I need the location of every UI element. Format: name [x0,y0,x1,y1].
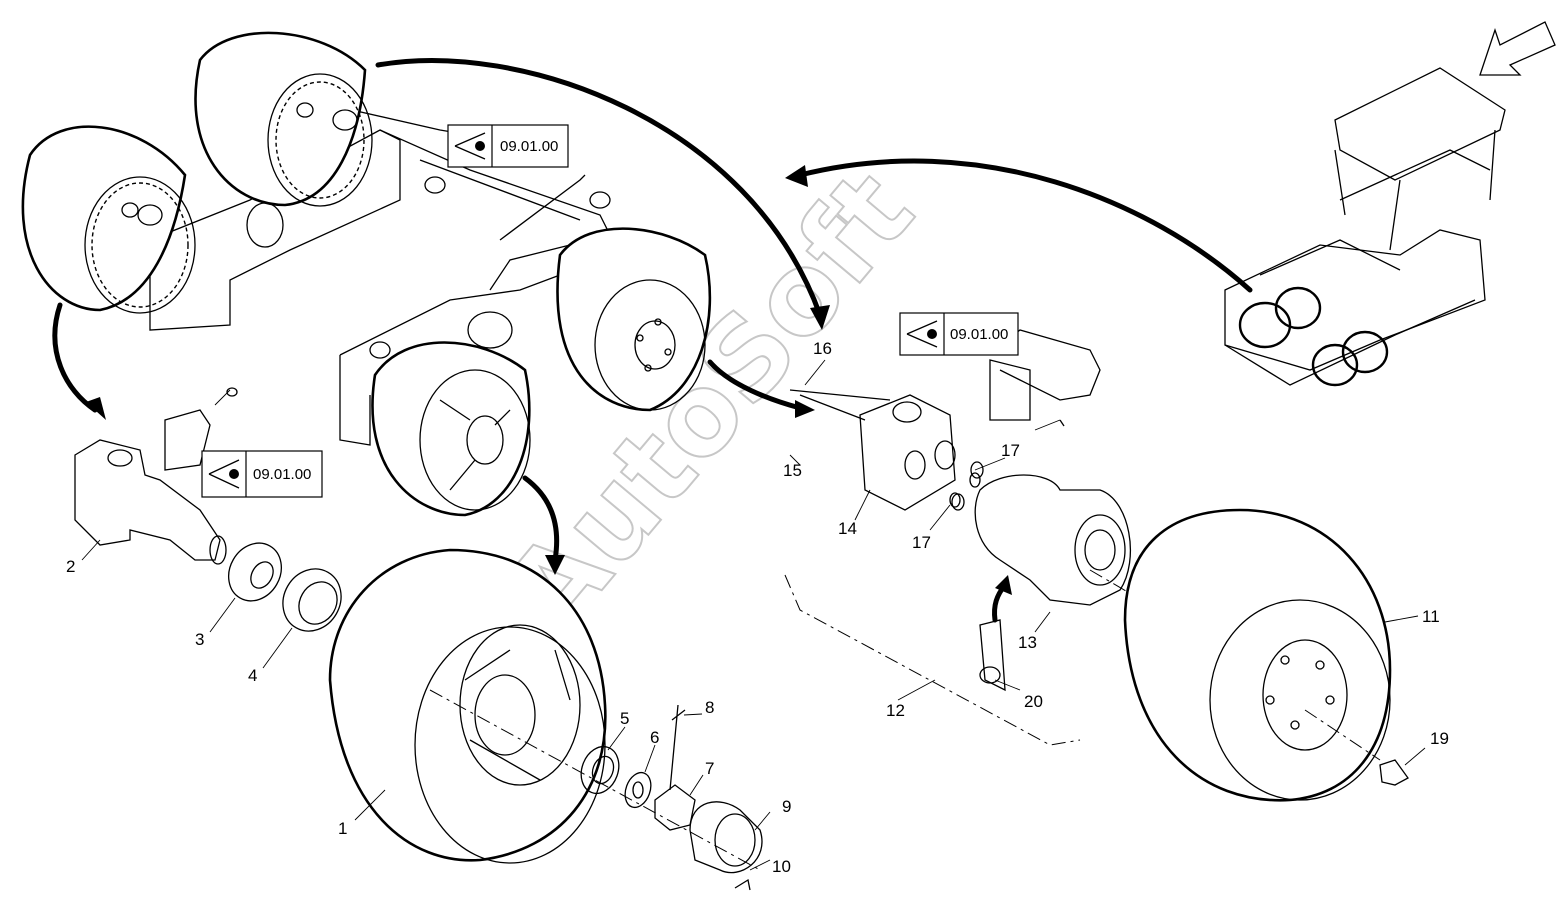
part-label-13: 13 [1018,633,1037,652]
part-label-7: 7 [705,759,714,778]
reference-box-middle: 09.01.00 [899,312,1019,356]
rear-wheel [1123,508,1409,802]
part-label-4: 4 [248,666,257,685]
part-label-19: 19 [1430,729,1449,748]
center-axle-parts [784,324,1101,746]
leader-lines [81,359,1426,871]
reference-box-left: 09.01.00 [201,450,323,498]
watermark: AutoSoft [481,147,938,657]
part-number-labels: 1 2 3 4 5 6 7 8 9 10 11 12 13 14 15 16 1… [66,339,1449,876]
view-eye-icon [208,459,240,489]
part-label-12: 12 [886,701,905,720]
view-eye-icon [454,132,486,160]
bogie-wheel-rear-left [21,125,196,314]
reference-code: 09.01.00 [950,326,1008,343]
reference-code: 09.01.00 [500,138,558,155]
paver-machine-overview [1224,21,1556,387]
bogie-assembly [21,31,712,517]
part-label-14: 14 [838,519,857,538]
part-label-1: 1 [338,819,347,838]
bogie-wheel-rear-right [194,31,373,207]
part-label-17-lower: 17 [912,533,931,552]
bearing-inner [282,568,342,632]
hub-parts [580,704,763,891]
part-label-2: 2 [66,557,75,576]
part-label-10: 10 [772,857,791,876]
main-wheel [328,548,761,871]
reference-box-top: 09.01.00 [447,124,569,168]
part-label-17-upper: 17 [1001,441,1020,460]
bogie-wheel-front-right [556,227,712,412]
part-label-6: 6 [650,728,659,747]
view-direction-arrow [1479,21,1556,76]
stub-axle-spindle [74,387,238,565]
part-label-20: 20 [1024,692,1043,711]
part-label-11: 11 [1422,607,1440,626]
part-label-15: 15 [783,461,802,480]
reference-code: 09.01.00 [253,466,311,483]
bogie-wheel-front-left [371,341,531,517]
spacer-ring [228,542,282,602]
view-eye-icon [906,320,938,348]
part-label-3: 3 [195,630,204,649]
connector-arrows [52,58,1253,623]
part-label-5: 5 [620,709,629,728]
part-label-8: 8 [705,698,714,717]
part-label-9: 9 [782,797,791,816]
part-label-16: 16 [813,339,832,358]
